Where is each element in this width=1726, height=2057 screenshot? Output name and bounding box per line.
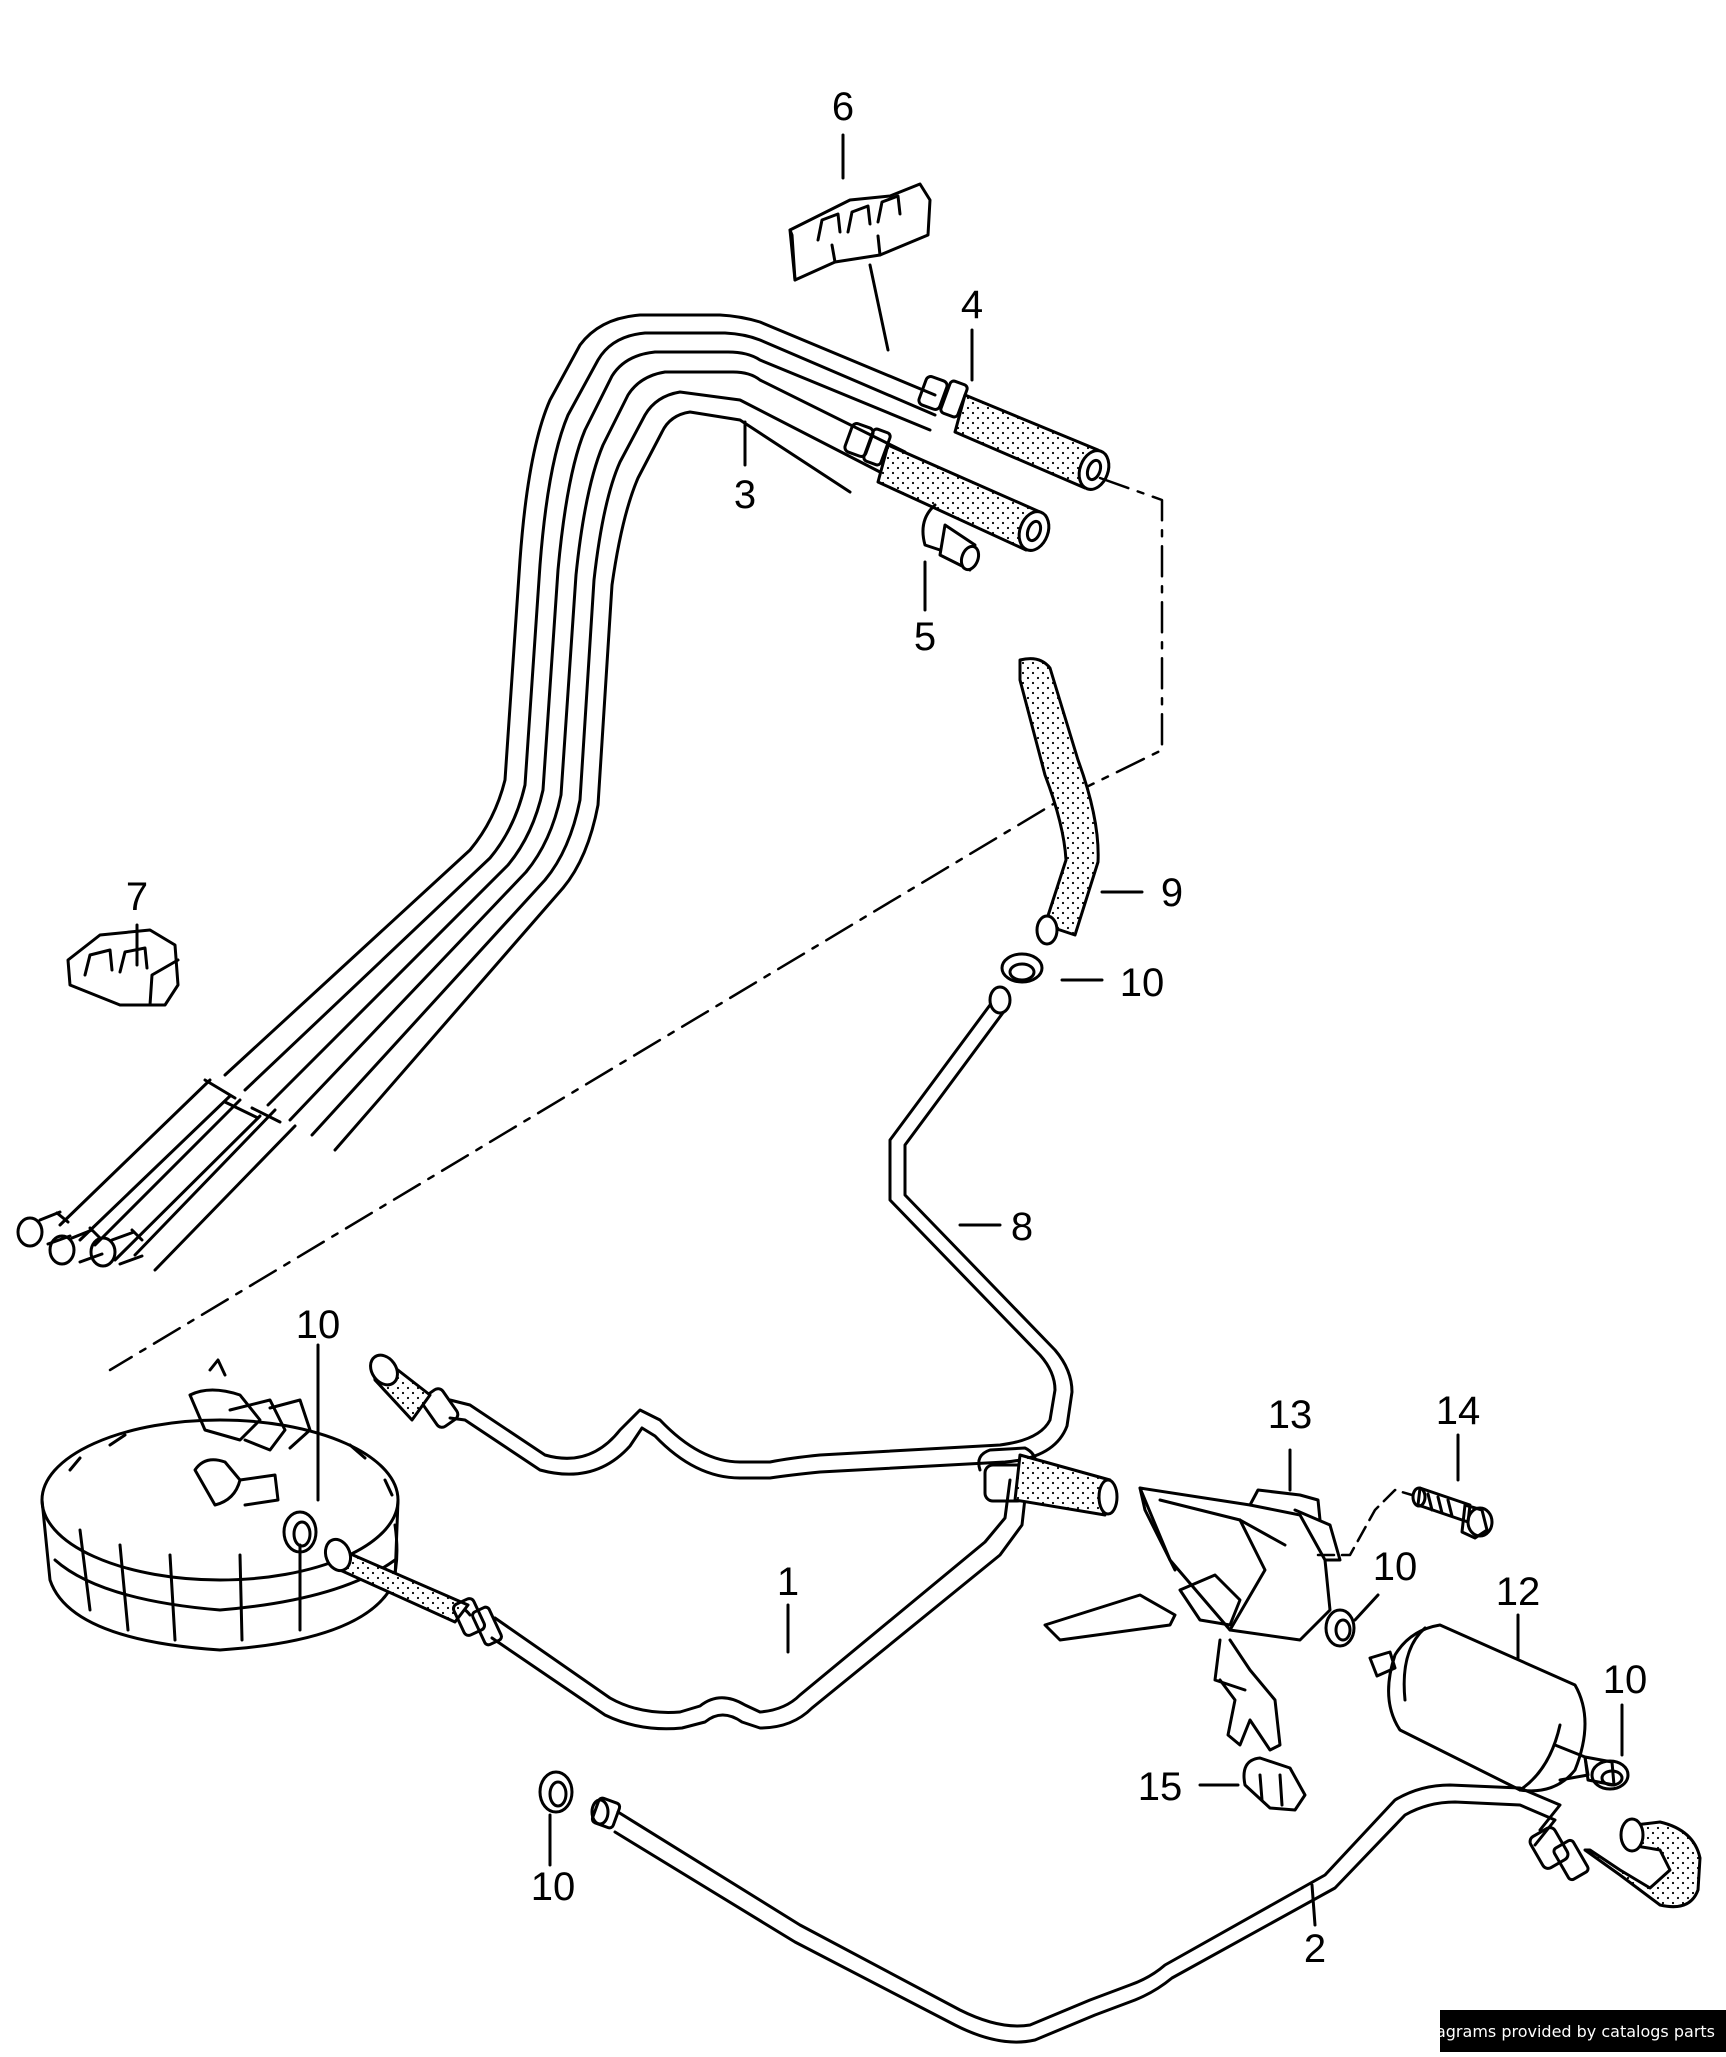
callout-12: 12: [1496, 1570, 1541, 1614]
callout-5: 5: [914, 615, 936, 659]
hose-pump-inlet: [977, 1446, 1119, 1517]
callout-3: 3: [734, 473, 756, 517]
rigid-line-part-1: [323, 1478, 1029, 1731]
callout-6: 6: [832, 85, 854, 129]
fuel-filter-12: [1368, 1623, 1616, 1793]
leader-6: [868, 263, 890, 352]
leader-10-filter-inlet: [1353, 1593, 1380, 1622]
callout-14: 14: [1436, 1389, 1481, 1433]
hose-part-8-end: [369, 1353, 460, 1429]
rigid-line-part-8: [448, 985, 1074, 1480]
callout-15: 15: [1138, 1765, 1183, 1809]
clip-15: [1242, 1756, 1307, 1812]
rigid-line-part-2: [590, 1783, 1702, 2044]
hose-clamp-10-left: [282, 1510, 318, 1554]
bolt-14: [1411, 1486, 1494, 1540]
callout-4: 4: [961, 283, 983, 327]
pipe-clip-small: [66, 928, 180, 1007]
hose-part-3: [843, 422, 1051, 552]
callout-7: 7: [126, 875, 148, 919]
hose-clamp-10-filter-inlet: [1324, 1608, 1356, 1648]
hose-clamp-10-upper: [1000, 952, 1044, 984]
credit-text: Diagrams provided by catalogs parts: [1419, 2022, 1715, 2041]
callout-10-upper: 10: [1120, 961, 1165, 1005]
elbow-connector-5: [921, 503, 981, 572]
fuel-pump-13: [1043, 1486, 1342, 1752]
callout-8: 8: [1011, 1205, 1033, 1249]
callout-1: 1: [777, 1560, 799, 1604]
rigid-pipe-bundle: [16, 313, 937, 1272]
fuel-tank-sender: [40, 1358, 400, 1652]
callout-9: 9: [1161, 871, 1183, 915]
assembly-line-main: [108, 476, 1164, 1372]
callout-2: 2: [1304, 1927, 1326, 1971]
leader-2: [1310, 1883, 1317, 1927]
hose-part-4: [917, 375, 1111, 491]
callout-13: 13: [1268, 1393, 1313, 1437]
callout-10-bottom: 10: [531, 1865, 576, 1909]
callout-10-left: 10: [296, 1303, 341, 1347]
pipe-clip-triple: [788, 182, 932, 282]
hose-clamp-10-bottom: [538, 1770, 574, 1814]
hose-clamp-10-filter-outlet: [1590, 1759, 1630, 1791]
callout-10-filter-outlet: 10: [1603, 1658, 1648, 1702]
callout-10-filter-inlet: 10: [1373, 1545, 1418, 1589]
assembly-line-bolt: [1316, 1488, 1414, 1557]
credit-badge: [1440, 2010, 1726, 2052]
hose-part-9: [1018, 657, 1100, 946]
